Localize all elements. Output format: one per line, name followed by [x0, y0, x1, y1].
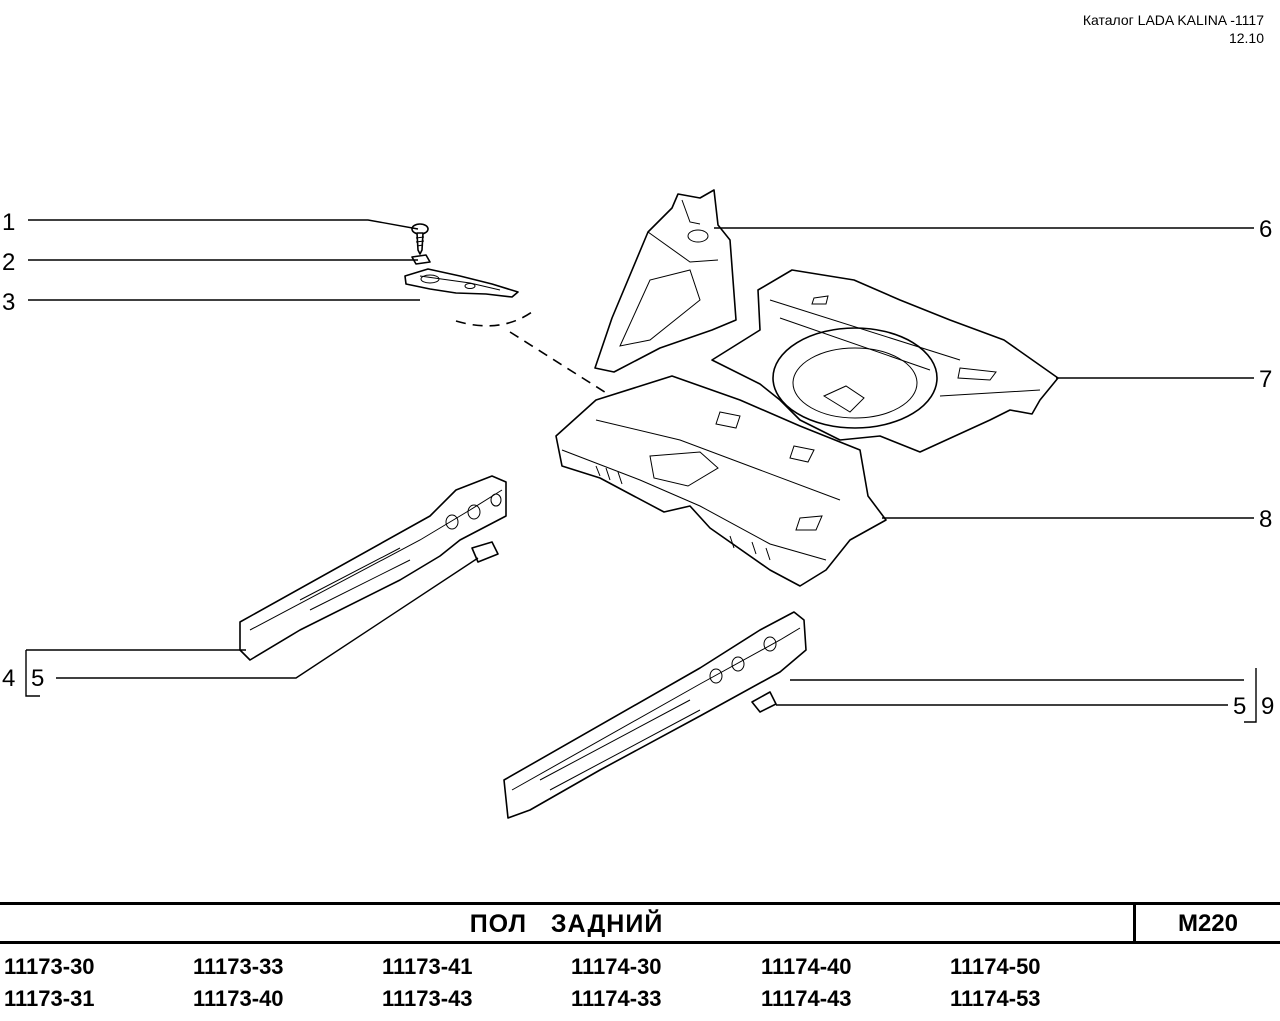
callout-5-left: 5 — [31, 665, 44, 692]
model-code: 11174-30 — [571, 954, 662, 979]
part-3-bracket — [404, 268, 519, 298]
assembly-dashed-line — [455, 311, 683, 442]
part-9-right-side-member — [503, 611, 807, 819]
model-row: 11173-31 11173-40 11173-43 11174-33 1117… — [0, 984, 1280, 1014]
section-title: ПОЛ ЗАДНИЙ — [469, 910, 664, 938]
part-5-right-bracket — [751, 691, 777, 713]
callout-6: 6 — [1259, 216, 1272, 243]
leader-lines — [25, 219, 1257, 723]
part-2-clip — [411, 254, 431, 265]
callout-7: 7 — [1259, 366, 1272, 393]
callout-5-right: 5 — [1233, 693, 1246, 720]
model-code: 11173-43 — [382, 986, 473, 1011]
model-code: 11174-50 — [950, 954, 1041, 979]
part-4-left-side-member — [239, 475, 507, 661]
model-code: 11173-41 — [382, 954, 473, 979]
callout-1: 1 — [2, 209, 15, 236]
model-code: 11174-40 — [761, 954, 852, 979]
callout-8: 8 — [1259, 506, 1272, 533]
part-8-rear-floor-panel — [555, 375, 887, 587]
part-7-trunk-floor — [711, 269, 1059, 453]
section-code: М220 — [1133, 905, 1280, 941]
model-code: 11173-33 — [193, 954, 284, 979]
part-6-wheel-arch-panel — [594, 189, 737, 373]
part-5-left-bracket — [471, 541, 499, 563]
catalog-title: Каталог LADA KALINA -1117 — [1082, 12, 1264, 28]
callout-3: 3 — [2, 289, 15, 316]
callout-4: 4 — [2, 665, 15, 692]
title-block: ПОЛ ЗАДНИЙ М220 — [0, 902, 1280, 944]
model-code: 11173-31 — [4, 986, 95, 1011]
model-code: 11173-30 — [4, 954, 95, 979]
parts-diagram: 1 2 3 4 5 6 7 8 5 9 — [2, 189, 1274, 819]
model-code: 11174-43 — [761, 986, 852, 1011]
model-row: 11173-30 11173-33 11173-41 11174-30 1117… — [0, 952, 1280, 982]
callout-9: 9 — [1261, 693, 1274, 720]
part-1-screw — [411, 223, 429, 255]
model-code: 11173-40 — [193, 986, 284, 1011]
model-code: 11174-33 — [571, 986, 662, 1011]
callout-2: 2 — [2, 249, 15, 276]
model-code: 11174-53 — [950, 986, 1041, 1011]
page-date: 12.10 — [1228, 30, 1264, 46]
